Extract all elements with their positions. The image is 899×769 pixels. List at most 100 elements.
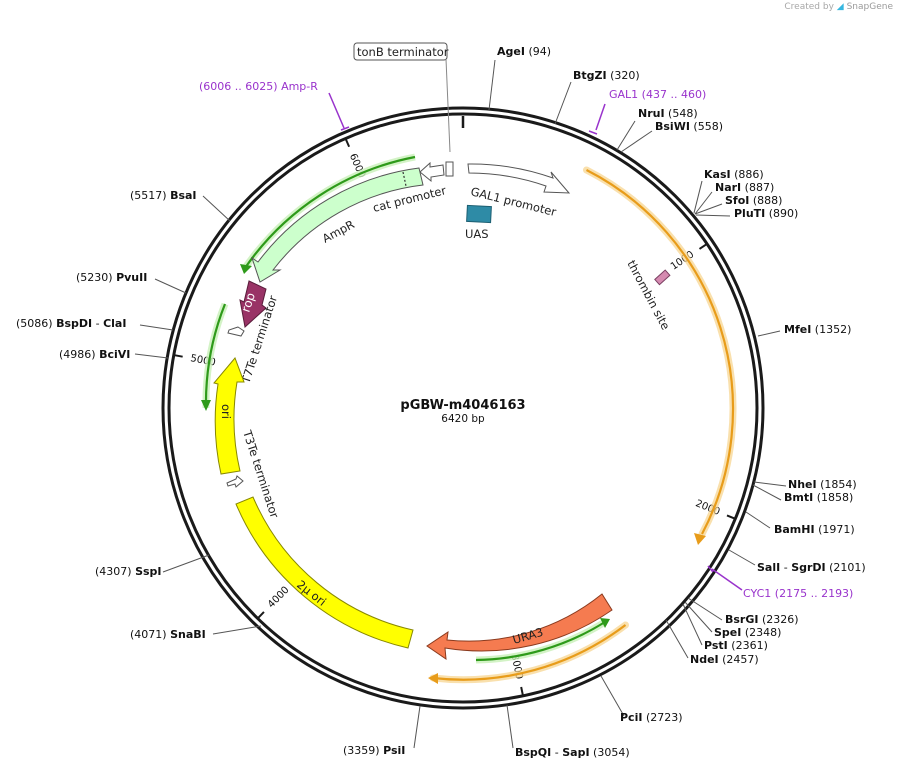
site-label-bspdi: (5086) BspDI - ClaI [16,317,126,330]
site-label-btgzi: BtgZI (320) [573,69,640,82]
site-label-nrui: NruI (548) [638,107,698,120]
primer-label-gal1: GAL1 (437 .. 460) [609,88,706,101]
site-position: (2361) [728,639,768,652]
primers: GAL1 (437 .. 460)CYC1 (2175 .. 2193)(600… [199,80,853,600]
site-name: BtgZI [573,69,607,82]
uas-label: UAS [465,227,489,241]
primer-label-amp-r: (6006 .. 6025) Amp-R [199,80,318,93]
site-label-bspqi: BspQI - SapI (3054) [515,746,630,759]
site-name: PsiI [383,744,405,757]
site-name: NruI [638,107,665,120]
tonb-terminator-feature [445,161,454,177]
site-label-psii: (3359) PsiI [343,744,405,757]
site-name: BciVI [99,348,130,361]
site-label-spei: SpeI (2348) [714,626,781,639]
orf-arc-orange-right [586,169,735,535]
site-label-bamhi: BamHI (1971) [774,523,855,536]
site-name: BspQI [515,746,551,759]
site-name-2: ClaI [103,317,126,330]
primer-range: (437 .. 460) [638,88,706,101]
site-name: PstI [704,639,728,652]
tonb-terminator-label: tonB terminator [357,45,449,59]
snapgene-watermark: Created by ◢ SnapGene [784,2,893,12]
site-label-mfei: MfeI (1352) [784,323,851,336]
site-name: NheI [788,478,817,491]
site-position: (5230) [76,271,116,284]
site-leaders [134,59,787,749]
site-label-bsai: (5517) BsaI [130,189,197,202]
plasmid-name: pGBW-m4046163 [400,398,525,413]
site-label-sspi: (4307) SspI [95,565,162,578]
ampr-arrow [251,167,424,283]
uas-block [466,204,492,224]
site-position: (3054) [590,746,630,759]
t3te-terminator-arrow [226,475,244,488]
site-name: BspDI [56,317,92,330]
primer-name: CYC1 [743,587,771,600]
site-position: (890) [765,207,798,220]
ori-arrow [213,357,245,475]
site-name-2: SgrDI [791,561,825,574]
site-label-ndei: NdeI (2457) [690,653,759,666]
site-position: (1854) [817,478,857,491]
site-label-pvuii: (5230) PvuII [76,271,147,284]
site-position: (4071) [130,628,170,641]
orf-arc-green-left-head [201,400,211,411]
site-position: (94) [525,45,551,58]
tick-mark-1 [726,514,736,520]
site-name: PluTI [734,207,765,220]
site-position: (558) [690,120,723,133]
site-position: (320) [607,69,640,82]
site-name: SnaBI [170,628,206,641]
site-name-2: SapI [562,746,589,759]
site-name: AgeI [497,45,525,58]
site-label-bmti: BmtI (1858) [784,491,853,504]
site-label-bcivi: (4986) BciVI [59,348,130,361]
site-label-bsiwi: BsiWI (558) [655,120,723,133]
site-position: (2101) [826,561,866,574]
site-label-kasi: KasI (886) [704,168,764,181]
site-position: (887) [741,181,774,194]
site-name: MfeI [784,323,811,336]
tick-mark-2 [520,686,524,697]
tick-mark-3 [256,611,265,620]
site-label-sfoi: SfoI (888) [725,194,782,207]
rop-label: rop [239,291,258,314]
orf-arc-green-bottom-head [600,618,610,628]
site-position: (3359) [343,744,383,757]
site-label-pluti: PluTI (890) [734,207,798,220]
backbone-inner-ring [167,112,759,704]
rop-arrow [239,280,267,328]
cat-promoter-arrow [419,161,445,183]
site-name: SalI [757,561,780,574]
site-label-sali: SalI - SgrDI (2101) [757,561,866,574]
tick-mark-5 [344,138,351,148]
orf-arc-green-left [204,303,227,409]
site-name: BmtI [784,491,813,504]
tick-mark-4 [173,354,183,358]
site-name: BsrGI [725,613,758,626]
gal1-promoter-arrow [467,163,571,194]
site-label-snabi: (4071) SnaBI [130,628,206,641]
site-separator: - [92,317,103,330]
orf-arc-orange-bottom [432,624,627,681]
site-position: (2348) [741,626,781,639]
site-position: (1858) [813,491,853,504]
site-label-agei: AgeI (94) [497,45,551,58]
site-separator: - [551,746,562,759]
site-name: BsiWI [655,120,690,133]
site-position: (2457) [719,653,759,666]
tonb-terminator-box [353,42,448,61]
restriction-sites: AgeI (94) BtgZI (320) NruI (548)BsiWI (558… [16,45,866,759]
tick-label-3: 4000 [266,585,292,611]
thrombin-site-block [654,269,671,286]
site-position: (5086) [16,317,56,330]
site-name: SfoI [725,194,749,207]
site-name: PciI [620,711,642,724]
site-name: BsaI [170,189,196,202]
two-mu-ori-band [235,496,414,649]
ori-label: ori [219,404,233,419]
site-name: PvuII [116,271,147,284]
watermark-brand: SnapGene [846,2,893,12]
tonb-terminator-leader [445,58,451,153]
